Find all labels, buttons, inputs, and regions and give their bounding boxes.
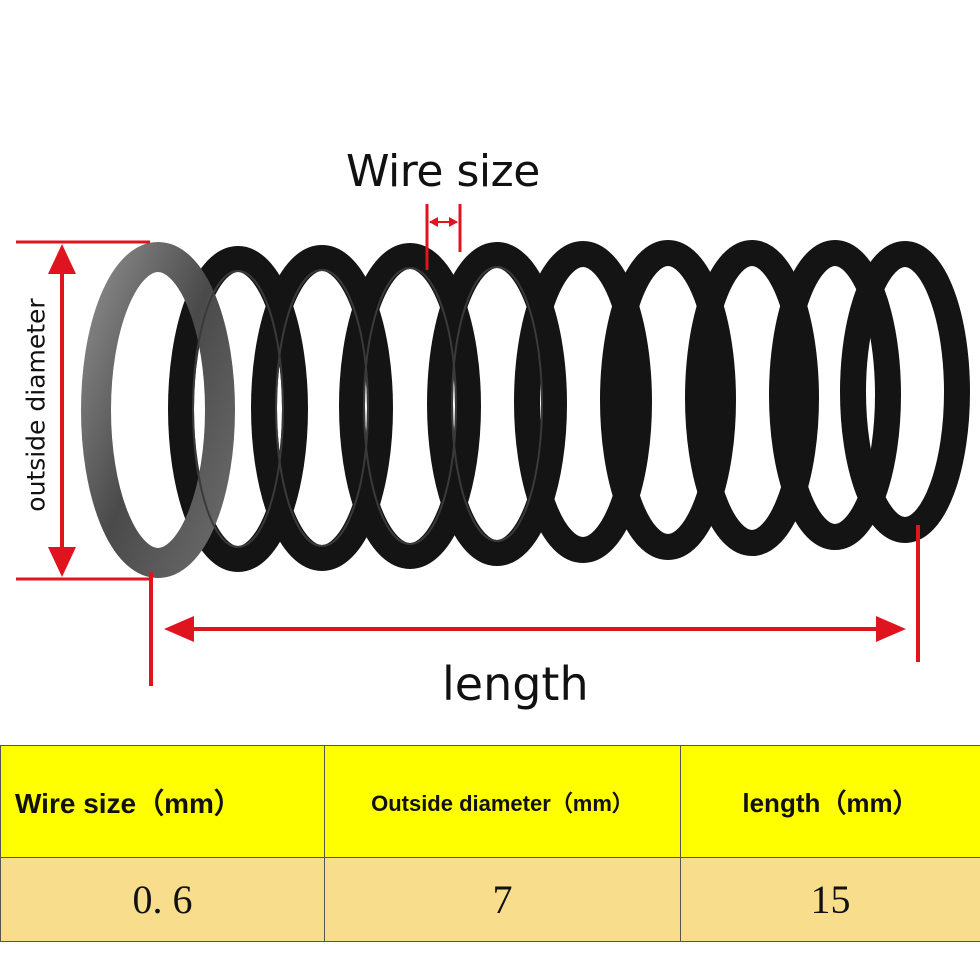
- spring-illustration: [16, 204, 970, 686]
- header-outside-diameter: Outside diameter（mm）: [324, 745, 681, 858]
- spec-table: Wire size（mm） Outside diameter（mm） lengt…: [0, 745, 980, 942]
- header-wire-size: Wire size（mm）: [0, 745, 325, 858]
- header-length: length（mm）: [680, 745, 980, 858]
- table-row: 0. 6 7 15: [0, 857, 980, 942]
- spring-photo: [81, 240, 970, 578]
- spring-diagram: Wire size outside diameter length: [16, 146, 970, 711]
- table-header-row: Wire size（mm） Outside diameter（mm） lengt…: [0, 745, 980, 858]
- wire-size-label: Wire size: [346, 146, 540, 197]
- length-label: length: [442, 657, 589, 711]
- dimension-lines: [16, 204, 920, 686]
- coil-highlights: [192, 266, 543, 548]
- value-length: 15: [680, 857, 980, 942]
- value-outside-diameter: 7: [324, 857, 681, 942]
- outside-diameter-label: outside diameter: [21, 298, 51, 512]
- value-wire-size: 0. 6: [0, 857, 325, 942]
